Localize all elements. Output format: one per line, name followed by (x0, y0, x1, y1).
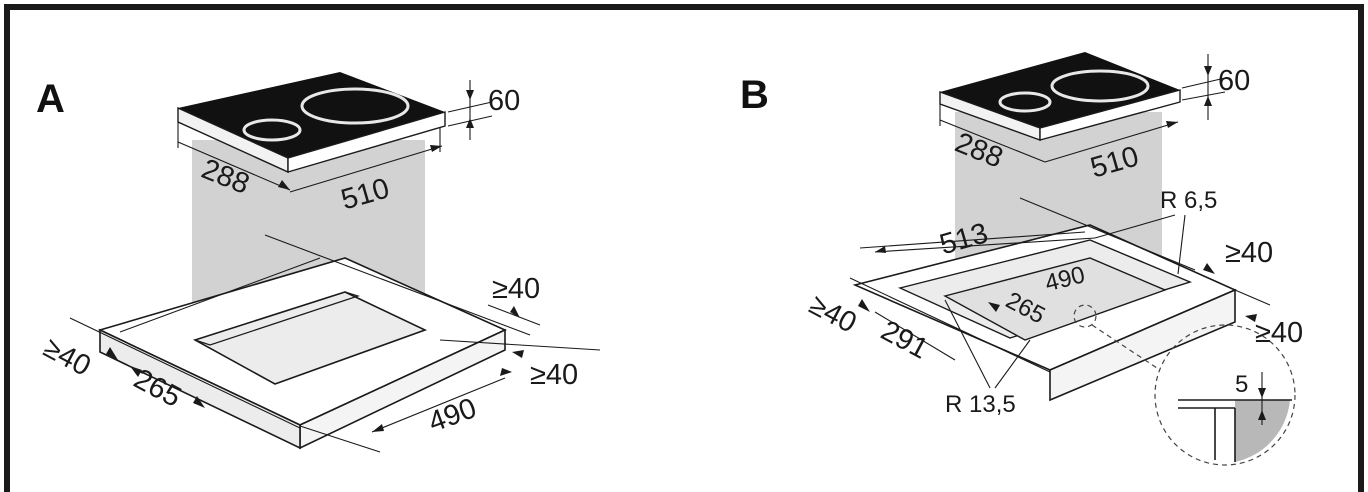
panel-b-radius-outer-label: R 6,5 (1160, 187, 1217, 214)
panel-b-letter: B (740, 73, 769, 117)
panel-b-radius-inner-label: R 13,5 (945, 391, 1016, 418)
panel-b-height-label: 60 (1218, 65, 1250, 97)
panel-a-countertop (97, 257, 507, 450)
panel-b-small-zone (998, 91, 1052, 113)
panel-b-detail-marker (1073, 304, 1097, 328)
panel-b-cooktop (939, 52, 1181, 141)
panel-a-margin-front-label: ≥40 (530, 359, 578, 391)
panel-b-rebate-height-label: 5 (1235, 371, 1248, 398)
panel-b-detail-view: 5 (1154, 324, 1296, 466)
panel-a-letter: A (36, 77, 65, 121)
panel-a-margin-back-label: ≥40 (492, 273, 540, 305)
panel-a-cooktop (177, 72, 446, 174)
panel-a-small-zone (242, 118, 302, 142)
panel-b-rebate-depth-label: 291 (876, 315, 934, 366)
panel-a-cutout (192, 291, 428, 385)
panel-b-margin-back-label: ≥40 (1225, 237, 1273, 269)
panel-a-height-label: 60 (488, 85, 520, 117)
outer-border (4, 4, 1364, 492)
panel-b-large-zone (1050, 69, 1150, 103)
panel-a-large-zone (300, 87, 410, 125)
panel-b: B 60 288 510 (740, 52, 1303, 466)
panel-b-cutout (943, 257, 1167, 341)
panel-a-margin-side-label: ≥40 (38, 332, 96, 383)
panel-a: A 60 288 510 (36, 72, 601, 453)
panel-b-margin-side-label: ≥40 (804, 289, 862, 340)
panel-b-margin-front-label: ≥40 (1255, 317, 1303, 349)
panel-b-countertop (852, 224, 1237, 402)
